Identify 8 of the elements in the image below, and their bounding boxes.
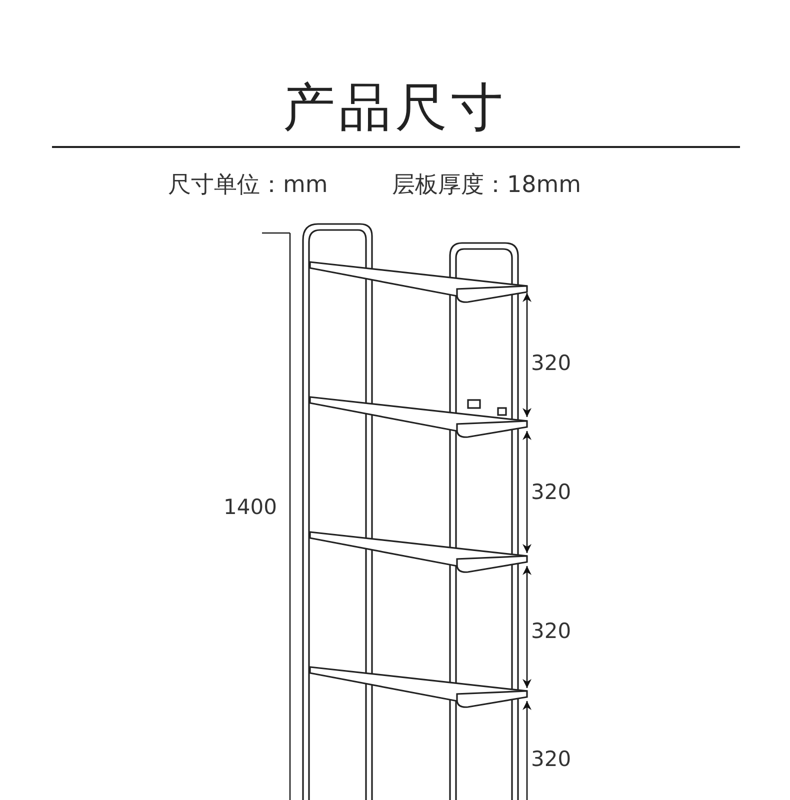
dimension-label: 1400	[224, 497, 277, 518]
dimension-label: 320	[531, 482, 572, 503]
thickness-note: 层板厚度：18mm	[392, 174, 582, 197]
unit-note: 尺寸单位：mm	[168, 174, 328, 197]
dimension-label: 320	[531, 749, 572, 770]
dimension-label: 320	[531, 621, 572, 642]
dimension-label: 320	[531, 353, 572, 374]
title: 产品尺寸	[282, 82, 508, 134]
